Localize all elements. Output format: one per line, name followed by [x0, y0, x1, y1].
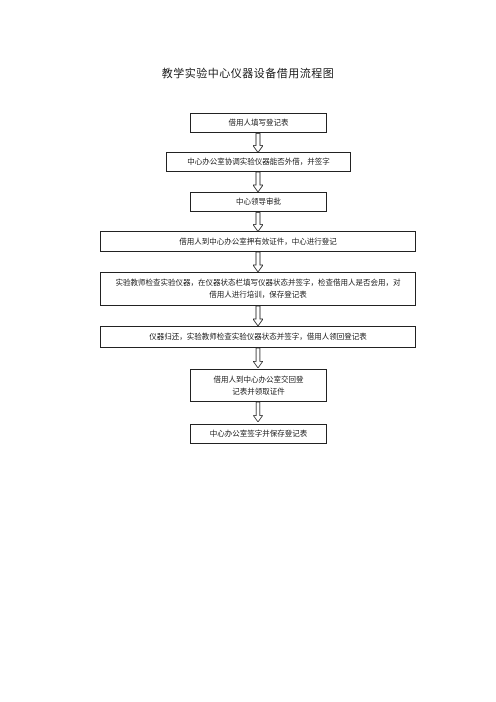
arrow-down-icon: [253, 252, 263, 272]
step-3-label: 中心领导审批: [236, 197, 281, 206]
step-8-label: 中心办公室签字并保存登记表: [209, 429, 308, 438]
step-1-label: 借用人填写登记表: [228, 118, 289, 127]
step-3-box: 中心领导审批: [190, 192, 327, 212]
step-2-box: 中心办公室协调实验仪器能否外借，并签字: [166, 152, 351, 172]
arrow-down-icon: [253, 172, 263, 192]
step-1-box: 借用人填写登记表: [190, 113, 327, 133]
step-4-box: 借用人到中心办公室押有效证件，中心进行登记: [100, 231, 416, 252]
arrow-down-icon: [253, 133, 263, 153]
step-7-label: 借用人到中心办公室交回登记表并领取证件: [213, 374, 304, 396]
step-4-label: 借用人到中心办公室押有效证件，中心进行登记: [179, 236, 337, 246]
step-6-box: 仪器归还，实验教师检查实验仪器状态并签字，借用人领回登记表: [100, 326, 416, 348]
arrow-down-icon: [253, 212, 263, 232]
step-5-label: 实验教师检查实验仪器，在仪器状态栏填写仪器状态并签字，检查借用人是否会用，对借用…: [115, 278, 401, 299]
arrow-down-icon: [253, 402, 263, 422]
diagram-title: 教学实验中心仪器设备借用流程图: [161, 67, 335, 80]
step-8-box: 中心办公室签字并保存登记表: [190, 424, 327, 444]
step-5-box: 实验教师检查实验仪器，在仪器状态栏填写仪器状态并签字，检查借用人是否会用，对借用…: [100, 272, 416, 306]
step-2-label: 中心办公室协调实验仪器能否外借，并签字: [187, 157, 330, 166]
arrow-down-icon: [253, 348, 263, 368]
step-7-box: 借用人到中心办公室交回登记表并领取证件: [190, 369, 327, 402]
step-6-label: 仪器归还，实验教师检查实验仪器状态并签字，借用人领回登记表: [149, 332, 367, 341]
arrow-down-icon: [253, 306, 263, 326]
